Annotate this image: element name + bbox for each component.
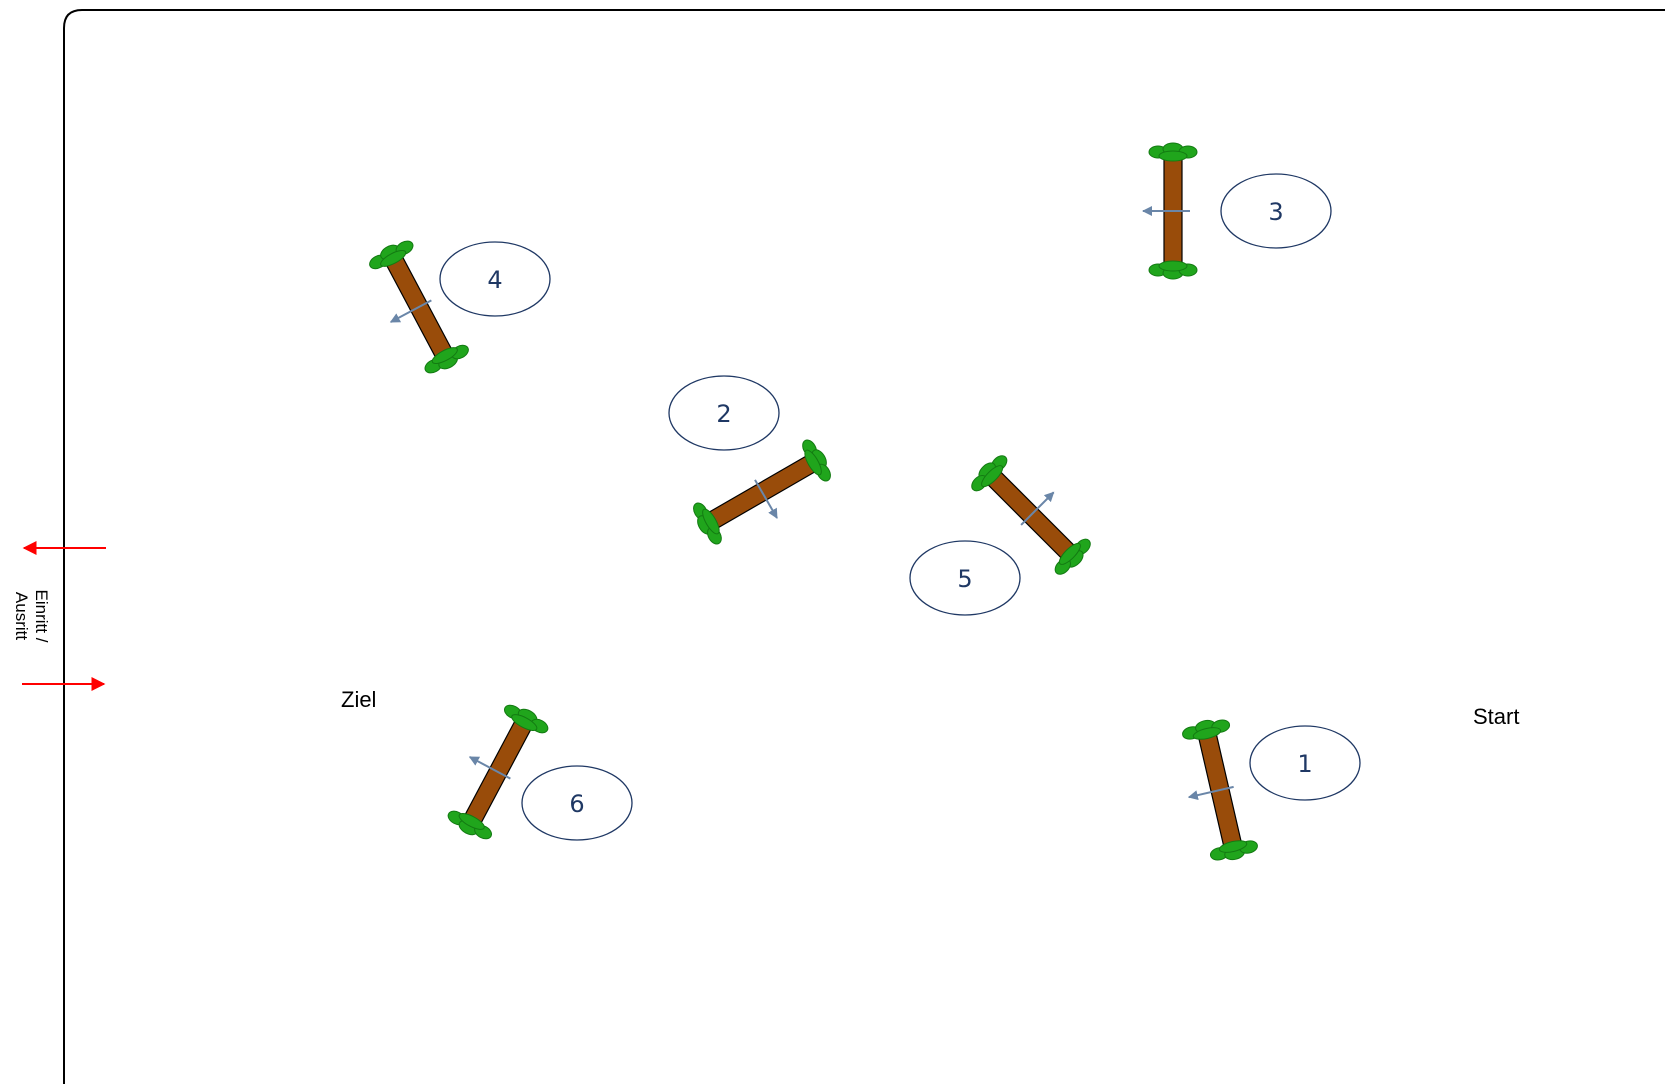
jump-6-foliage-top	[503, 704, 549, 734]
jump-5-direction-arrow	[1020, 491, 1055, 526]
finish-label: Ziel	[341, 687, 376, 712]
jump-1-number-circle	[1249, 725, 1361, 801]
gate-label-line2: Ausritt	[12, 592, 31, 640]
start-label: Start	[1473, 704, 1519, 729]
jump-3-foliage-bottom	[1148, 260, 1198, 280]
jump-4-foliage-top	[369, 240, 414, 270]
jump-1	[1182, 719, 1258, 861]
jump-2-direction-arrow	[754, 479, 778, 519]
jump-1-direction-arrow	[1187, 785, 1234, 801]
entry-exit-gate: Einritt / Ausritt	[12, 541, 106, 691]
jump-1-number-label: 1	[1297, 750, 1312, 778]
jump-3-number-label: 3	[1268, 198, 1283, 226]
jump-4-number-circle	[439, 241, 551, 317]
jump-3-number-circle	[1220, 173, 1332, 249]
jump-5-foliage-left	[971, 455, 1008, 492]
jump-6-direction-arrow	[468, 756, 511, 780]
jump-6-number: 6	[521, 765, 633, 841]
jump-4-number: 4	[439, 241, 551, 317]
jump-2	[693, 439, 831, 545]
jump-3-foliage-top	[1148, 142, 1198, 162]
jump-2-number-label: 2	[716, 400, 731, 428]
jump-2-foliage-right	[802, 439, 831, 482]
jump-4-number-label: 4	[487, 266, 502, 294]
jump-1-foliage-bottom	[1209, 840, 1258, 861]
jump-4-direction-arrow	[389, 299, 432, 323]
jump-2-foliage-left	[693, 502, 722, 545]
jump-4-foliage-bottom	[424, 344, 469, 374]
arena-border	[63, 9, 1665, 1084]
jump-5-number: 5	[909, 540, 1021, 616]
jump-2-number: 2	[668, 375, 780, 451]
jump-6	[447, 704, 549, 840]
jump-1-foliage-top	[1182, 719, 1231, 740]
jump-1-number: 1	[1249, 725, 1361, 801]
jump-5	[971, 455, 1091, 575]
jump-6-number-label: 6	[569, 790, 584, 818]
jump-6-number-circle	[521, 765, 633, 841]
gate-label-line1: Einritt /	[32, 590, 51, 643]
jump-5-number-label: 5	[957, 565, 972, 593]
jump-2-number-circle	[668, 375, 780, 451]
jump-3-number: 3	[1220, 173, 1332, 249]
jump-6-foliage-bottom	[447, 810, 493, 840]
jump-4	[369, 240, 469, 374]
jump-5-foliage-right	[1054, 538, 1091, 575]
jump-3	[1142, 142, 1198, 280]
jump-5-number-circle	[909, 540, 1021, 616]
